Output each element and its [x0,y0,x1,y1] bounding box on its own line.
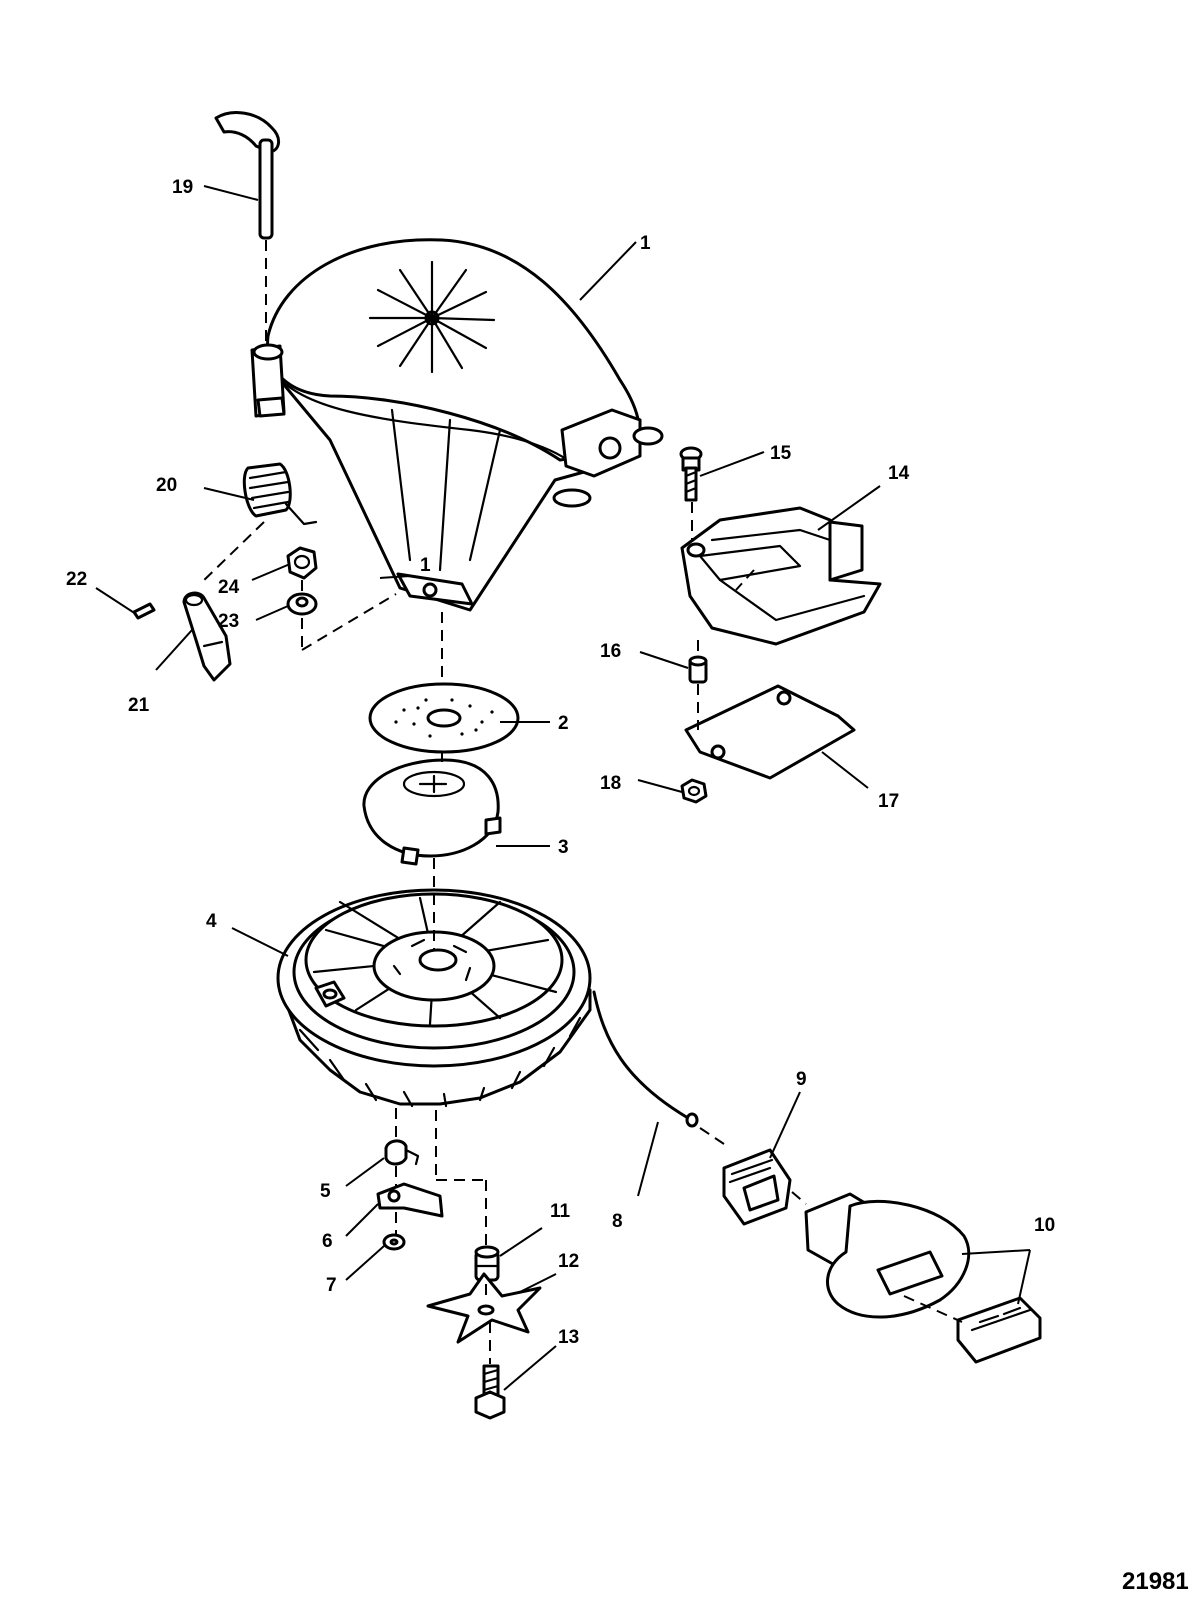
label-part-18: 18 [600,773,622,794]
part-12-star-plate [426,1272,542,1344]
diagram-reference-number: 21981 [1122,1568,1189,1595]
label-part-20: 20 [156,475,178,496]
label-part-6: 6 [322,1231,333,1252]
part-22-pin [132,602,156,620]
part-4-pulley [276,888,592,1108]
label-part-13: 13 [558,1327,580,1348]
part-7-retainer [382,1233,406,1251]
label-part-15: 15 [770,443,792,464]
assembly-lines [199,240,963,1364]
label-part-23: 23 [218,611,240,632]
part-18-nut [680,778,708,804]
part-19-handle-rod [214,111,280,240]
label-part-5: 5 [320,1181,331,1202]
label-part-9: 9 [796,1069,807,1090]
part-20-spring [242,462,318,526]
part-15-bolt [679,446,703,502]
part-11-bushing [474,1245,500,1282]
label-part-4: 4 [206,911,217,932]
housing-fan-grille [368,260,496,374]
part-5-spring-clip [384,1139,420,1166]
part-8-rope [592,990,699,1128]
label-part-1-lower: 1 [420,555,431,576]
part-3-cam-cup [362,758,502,866]
label-part-16: 16 [600,641,622,662]
label-part-12: 12 [558,1251,580,1272]
label-part-17: 17 [878,791,900,812]
part-17-plate [684,684,856,780]
part-1-starter-housing [250,238,664,612]
part-13-screw [474,1364,506,1420]
label-part-2: 2 [558,713,569,734]
part-10-starter-handle [804,1192,1042,1364]
part-21-lever [182,591,232,682]
label-part-3: 3 [558,837,569,858]
leader-lines [95,185,1031,1391]
part-2-friction-disc [368,682,520,754]
part-6-pawl [376,1182,444,1218]
label-part-24: 24 [218,577,240,598]
label-part-14: 14 [888,463,910,484]
part-14-bracket [680,506,882,646]
label-part-11: 11 [550,1201,571,1222]
part-23-washer [286,592,318,616]
label-part-19: 19 [172,177,194,198]
label-part-8: 8 [612,1211,623,1232]
label-part-7: 7 [326,1275,337,1296]
part-16-spacer [688,655,708,684]
label-part-1: 1 [640,233,651,254]
label-part-21: 21 [128,695,150,716]
part-24-nut [286,546,318,580]
label-part-22: 22 [66,569,88,590]
part-9-rope-guide [722,1148,792,1226]
label-part-10: 10 [1034,1215,1056,1236]
